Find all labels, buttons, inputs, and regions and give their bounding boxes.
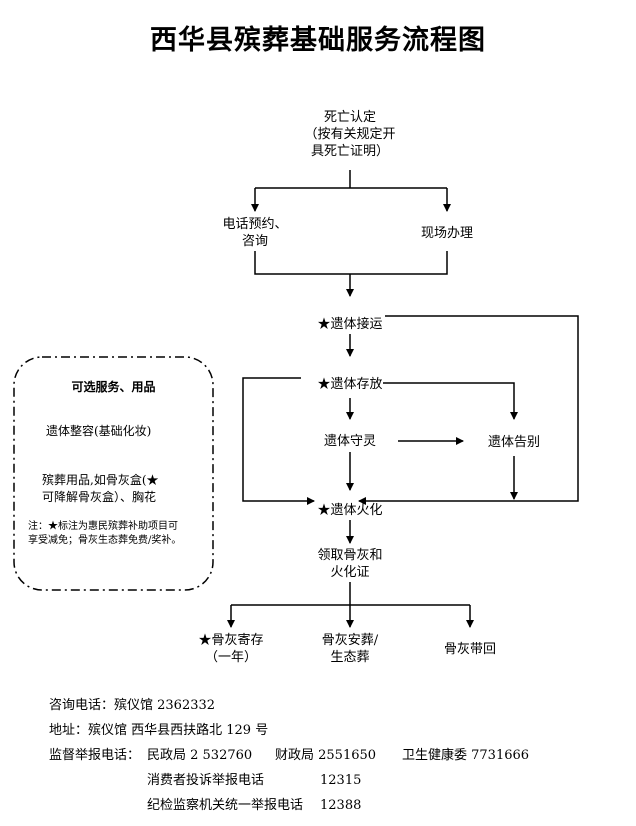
- node-collect: 领取骨灰和 火化证: [300, 547, 400, 581]
- footer-consumer-number: 12315: [320, 773, 362, 788]
- node-farewell: 遗体告别: [487, 435, 540, 450]
- node-collect-line1: 领取骨灰和: [317, 548, 383, 563]
- arrow-storage-left-loop: [242, 377, 315, 505]
- optional-item-cosmetic: 遗体整容(基础化妆): [46, 424, 152, 438]
- node-burial-line2: 生态葬: [330, 650, 370, 665]
- footer-discipline-label: 纪检监察机关统一举报电话: [147, 798, 304, 813]
- connector-merge-bar: [254, 251, 448, 275]
- optional-note-line2: 享受减免；骨灰生态葬免费/奖补。: [28, 535, 182, 546]
- node-phone-booking-line1: 电话预约、: [222, 217, 288, 232]
- node-death-confirm: 死亡认定 （按有关规定开 具死亡证明）: [290, 109, 410, 160]
- arrow-storage-to-farewell: [383, 382, 518, 420]
- node-death-confirm-line2: （按有关规定开: [304, 127, 396, 142]
- footer-health: 卫生健康委 7731666: [402, 748, 530, 763]
- node-cremation: ★遗体火化: [317, 503, 383, 518]
- footer-supervise-label: 监督举报电话：: [49, 748, 141, 763]
- node-take-home: 骨灰带回: [443, 642, 496, 657]
- footer-address: 地址：殡仪馆 西华县西扶路北 129 号: [49, 723, 269, 738]
- node-phone-booking: 电话预约、 咨询: [205, 216, 305, 250]
- node-phone-booking-line2: 咨询: [241, 234, 268, 249]
- node-transport: ★遗体接运: [317, 317, 383, 332]
- node-deposit: ★骨灰寄存 （一年）: [181, 632, 281, 666]
- footer-discipline-number: 12388: [320, 798, 362, 813]
- optional-services-box: [13, 356, 214, 591]
- node-deposit-line1: ★骨灰寄存: [198, 633, 264, 648]
- node-deposit-line2: （一年）: [204, 650, 257, 665]
- node-vigil: 遗体守灵: [323, 434, 376, 449]
- footer-finance: 财政局 2551650: [275, 748, 377, 763]
- node-burial-line1: 骨灰安葬/: [321, 633, 379, 648]
- arrow-transport-bypass: [358, 315, 579, 505]
- node-death-confirm-line3: 具死亡证明）: [310, 144, 389, 159]
- footer-consult-phone: 咨询电话：殡仪馆 2362332: [49, 698, 216, 713]
- optional-box-heading: 可选服务、用品: [71, 380, 156, 394]
- optional-item-supplies-line1: 殡葬用品,如骨灰盒(★: [42, 473, 159, 487]
- optional-item-supplies-line2: 可降解骨灰盒）、胸花: [42, 490, 157, 504]
- footer-civil-affairs: 民政局 2 532760: [147, 748, 253, 763]
- footer-consumer-label: 消费者投诉举报电话: [147, 773, 265, 788]
- optional-note-line1: 注：★标注为惠民殡葬补助项目可: [28, 521, 178, 532]
- node-collect-line2: 火化证: [330, 565, 370, 580]
- node-death-confirm-line1: 死亡认定: [323, 110, 376, 125]
- node-onsite: 现场办理: [420, 226, 473, 241]
- node-storage: ★遗体存放: [317, 377, 383, 392]
- node-burial: 骨灰安葬/ 生态葬: [300, 632, 400, 666]
- page-title: 西华县殡葬基础服务流程图: [150, 25, 486, 56]
